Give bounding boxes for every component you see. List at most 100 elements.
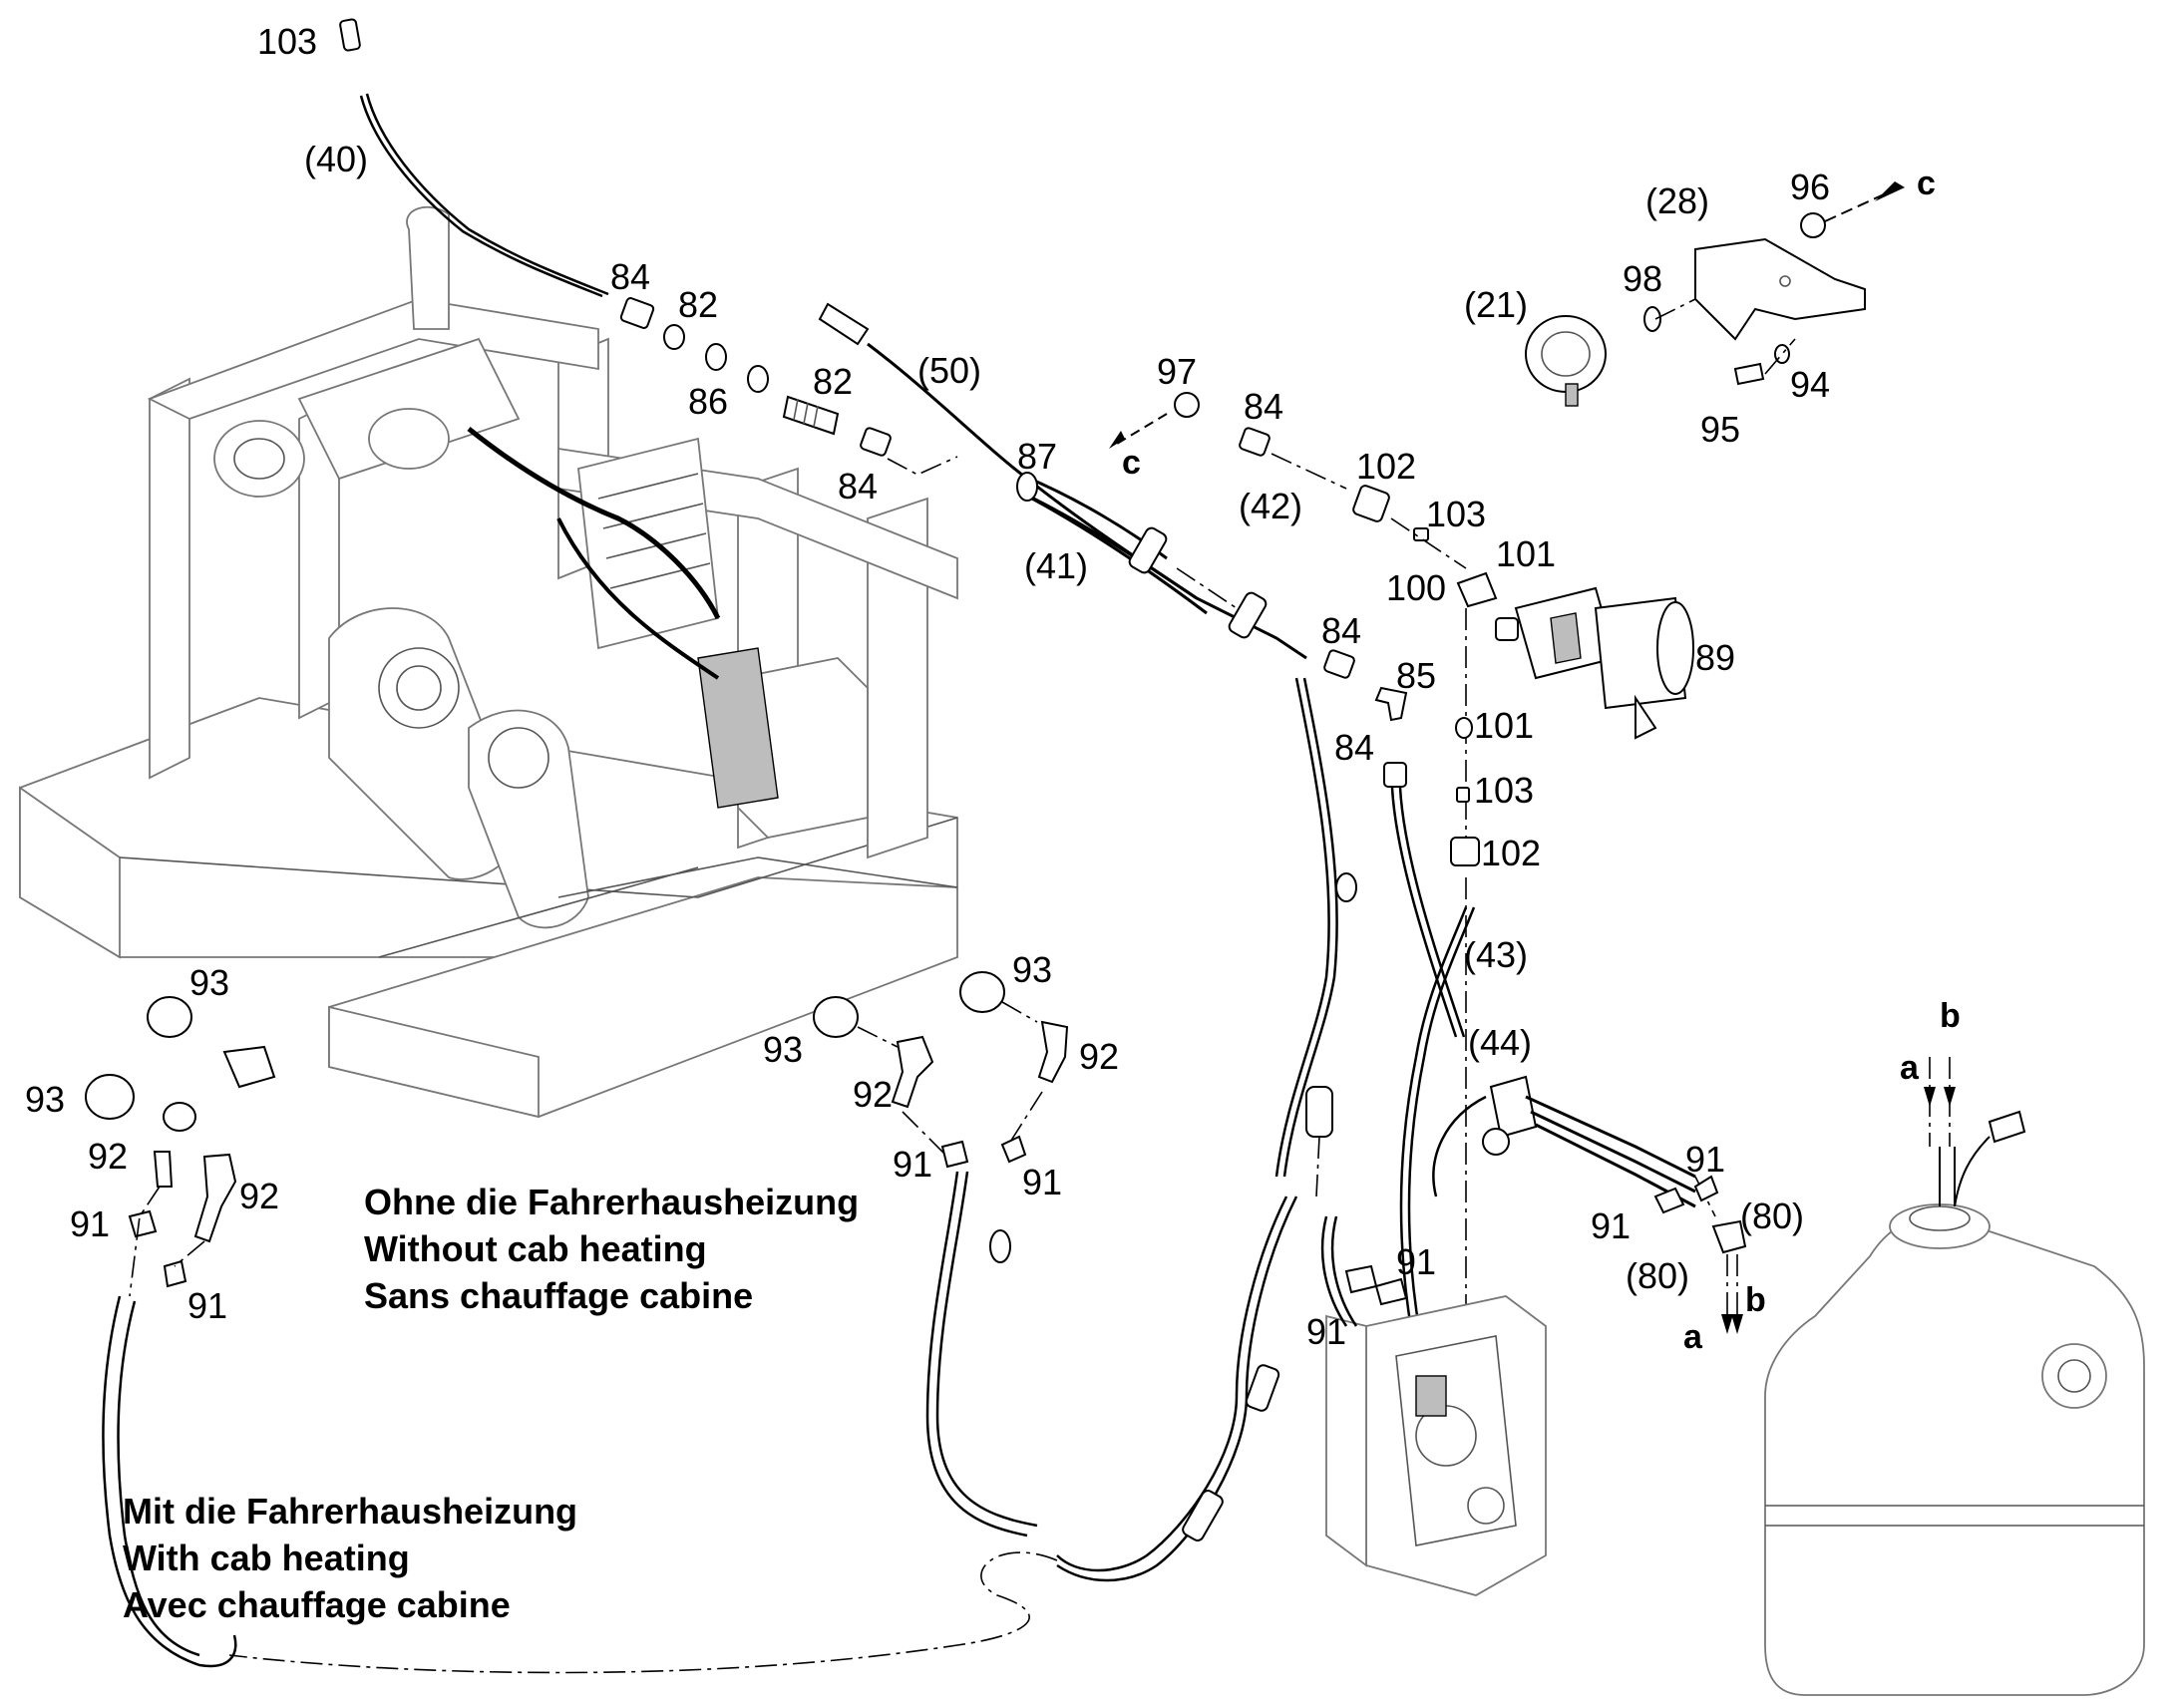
fitting-84-e-icon [1383,762,1407,788]
caption-with-cab-heating: Mit die Fahrerhausheizung With cab heati… [123,1491,577,1625]
clamp-icon [1482,1128,1510,1156]
cap-93-c-icon [813,996,859,1038]
label-82-a: 82 [678,284,718,325]
fitting-91-e-icon [1344,1264,1378,1294]
pump-89 [1456,571,1694,740]
label-c-left: c [1122,444,1141,482]
label-a-top: a [1900,1049,1920,1087]
nut-102-b-icon [1450,837,1480,866]
label-93-a: 93 [189,962,229,1003]
insert-103-b-icon [1456,787,1470,803]
label-b-top: b [1940,997,1961,1035]
label-102-b: 102 [1481,833,1541,873]
elbow-100-icon [1456,571,1498,608]
cap-93-d-icon [959,971,1005,1013]
elbow-92-d-icon [1037,1020,1069,1084]
cap-93-a-icon [147,996,192,1038]
arrow-b-top-icon [1944,1087,1956,1107]
label-91-h: 91 [1591,1205,1631,1246]
fitting-91-f-icon [1374,1277,1408,1306]
label-101-a: 101 [1496,533,1556,574]
washer-icon [747,365,769,393]
connector-icon [1305,1086,1333,1138]
label-101-b: 101 [1474,705,1534,746]
elbow-97-icon [1174,392,1200,418]
nut-102-icon [1352,485,1390,522]
sleeve-icon [1228,591,1268,639]
fittings-without-cab-heating [813,971,1069,1537]
washer-98-icon [1643,306,1661,332]
elbow-85-icon [1374,686,1408,722]
nut-96-icon [1800,212,1826,238]
fitting-84-b-icon [860,427,892,457]
fitting-101-b-icon [1455,717,1473,739]
label-100: 100 [1386,567,1446,608]
fitting-row-upper-left [619,297,958,476]
bracket-28-icon [1694,237,1866,341]
label-98: 98 [1623,258,1662,299]
caption-with-fr: Avec chauffage cabine [123,1584,511,1625]
sleeve-icon [1128,526,1168,574]
label-91-d: 91 [1022,1162,1062,1202]
bracket-28-assembly [1525,181,1905,407]
label-80-a: (80) [1740,1196,1804,1236]
elbow-80-icon [1711,1219,1747,1254]
caption-without-fr: Sans chauffage cabine [364,1275,753,1316]
arrow-c-right-icon [1875,181,1905,201]
arrow-a-top-icon [1924,1087,1936,1107]
gauge-stem-icon [1565,383,1579,407]
label-96: 96 [1790,167,1830,207]
label-103-top: 103 [257,21,317,62]
label-92-d: 92 [1079,1036,1119,1077]
machine-frame-illustration [19,205,958,1119]
label-c-right: c [1917,165,1936,202]
fitting-91-c-icon [940,1140,969,1169]
caption-with-en: With cab heating [123,1537,410,1578]
label-28: (28) [1645,180,1709,221]
fitting-91-a-icon [128,1209,158,1238]
sleeve-icon [1245,1364,1280,1412]
arrow-b-low-icon [1731,1314,1743,1334]
bracket-icon [1489,1075,1538,1139]
hose-bundle-41-50 [818,302,1307,660]
hose-85-84 [1274,649,1466,1197]
t-fitting-icon [222,1045,276,1089]
bolt-95-icon [1733,362,1765,386]
arrow-a-low-icon [1721,1314,1733,1334]
label-43: (43) [1464,934,1528,975]
part-labels: 103 (40) 84 82 86 82 84 (50) 87 (41) 97 … [25,21,1961,1356]
elbow-92-a-icon [153,1151,174,1188]
label-92-b: 92 [239,1176,279,1216]
fitting-91-b-icon [163,1259,187,1288]
label-86: 86 [688,381,728,422]
label-91-g: 91 [1685,1139,1725,1180]
fitting-91-d-icon [1000,1135,1027,1164]
label-84-b: 84 [838,466,878,507]
nut-icon [163,1102,196,1132]
hose-40 [339,18,609,298]
reservoir-tank [1764,1057,2145,1696]
label-93-c: 93 [763,1029,803,1070]
fitting-84-icon [619,297,655,329]
label-93-d: 93 [1012,949,1052,990]
label-b-low: b [1745,1281,1766,1319]
label-42: (42) [1239,486,1302,526]
label-41: (41) [1024,545,1088,586]
gauge-21-icon [1525,315,1607,393]
label-44: (44) [1468,1022,1532,1063]
label-50: (50) [917,350,981,391]
cap-93-b-icon [85,1074,135,1120]
fittings-with-cab-heating [85,996,276,1668]
caption-with-de: Mit die Fahrerhausheizung [123,1491,577,1532]
plug-connector-icon [818,302,870,346]
nozzle-icon [339,18,361,52]
fitting-91-g-icon [1653,1187,1685,1214]
label-21: (21) [1464,284,1528,325]
label-84-a: 84 [610,256,650,297]
elbow-92-c-icon [891,1035,934,1109]
fitting-84-c-icon [1239,427,1271,457]
threaded-connector-icon [782,395,840,436]
long-hose-loop [228,1196,1298,1674]
controller-unit [1320,1215,1547,1596]
